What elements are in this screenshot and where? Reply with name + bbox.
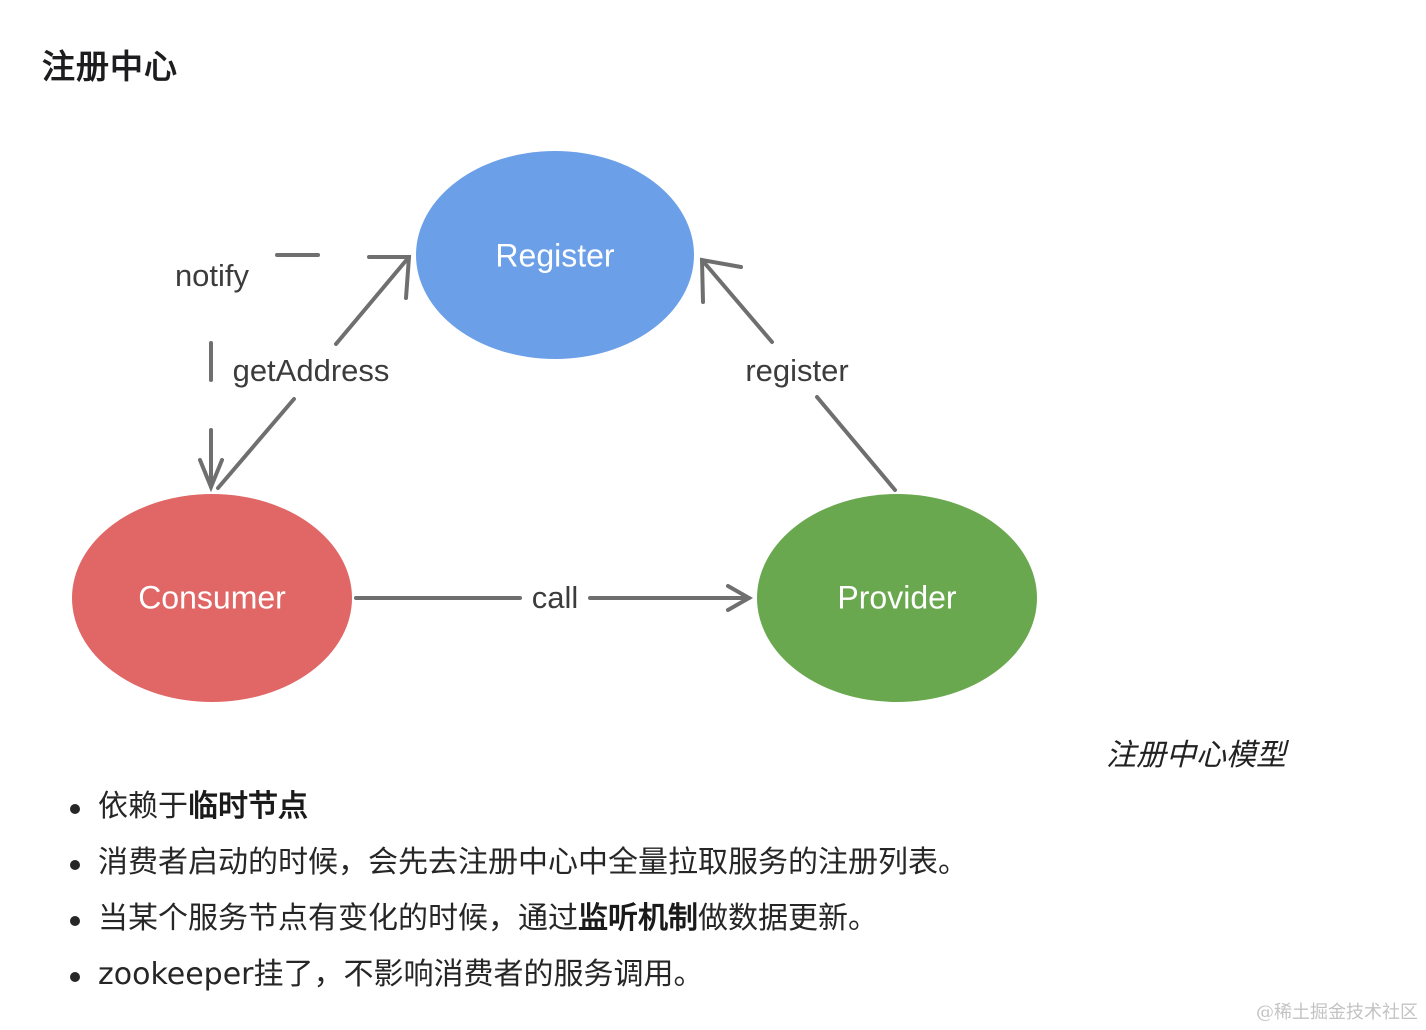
bullet-text: 当某个服务节点有变化的时候，通过 bbox=[98, 901, 578, 936]
bullet-strong-text: 监听机制 bbox=[578, 901, 698, 936]
register-arrowhead bbox=[699, 257, 743, 304]
consumer-node: Consumer bbox=[72, 494, 352, 702]
provider-node-label: Provider bbox=[837, 579, 957, 615]
get-address-arrowhead bbox=[367, 255, 412, 300]
register-line-upper bbox=[700, 258, 774, 344]
list-item: 当某个服务节点有变化的时候，通过监听机制做数据更新。 bbox=[70, 894, 968, 950]
bullet-text: zookeeper挂了，不影响消费者的服务调用。 bbox=[98, 957, 704, 992]
notify-edge: notify bbox=[175, 253, 320, 493]
register-node-label: Register bbox=[495, 237, 615, 273]
register-edge: register bbox=[699, 257, 897, 492]
bullet-text-tail: 做数据更新。 bbox=[698, 901, 878, 936]
get-address-line-lower bbox=[216, 397, 296, 490]
list-item: 消费者启动的时候，会先去注册中心中全量拉取服务的注册列表。 bbox=[70, 838, 968, 894]
get-address-edge: getAddress bbox=[216, 255, 412, 490]
bullet-dot-icon bbox=[70, 916, 80, 926]
provider-node: Provider bbox=[757, 494, 1037, 702]
call-edge: call bbox=[354, 580, 754, 615]
bullet-text: 消费者启动的时候，会先去注册中心中全量拉取服务的注册列表。 bbox=[98, 845, 968, 880]
register-line-lower bbox=[815, 395, 897, 492]
get-address-label: getAddress bbox=[233, 353, 390, 388]
get-address-line-upper bbox=[334, 255, 411, 346]
notify-arrowhead bbox=[198, 458, 224, 493]
register-edge-label: register bbox=[745, 353, 848, 388]
figure-caption: 注册中心模型 bbox=[1106, 738, 1286, 773]
page-title: 注册中心 bbox=[42, 47, 178, 86]
consumer-node-label: Consumer bbox=[138, 579, 286, 615]
bullet-strong-text: 临时节点 bbox=[188, 789, 308, 824]
list-item: 依赖于临时节点 bbox=[70, 782, 968, 838]
bullet-text: 依赖于 bbox=[98, 789, 188, 824]
bullet-list: 依赖于临时节点 消费者启动的时候，会先去注册中心中全量拉取服务的注册列表。 当某… bbox=[70, 782, 968, 1006]
consumer-node-shape bbox=[72, 494, 352, 702]
notify-label: notify bbox=[175, 258, 250, 293]
register-node: Register bbox=[416, 151, 694, 359]
watermark: @稀土掘金技术社区 bbox=[1256, 1002, 1418, 1023]
registry-model-diagram: Register Consumer Provider getAddress no… bbox=[72, 151, 1037, 702]
call-label: call bbox=[532, 580, 579, 615]
register-node-shape bbox=[416, 151, 694, 359]
bullet-dot-icon bbox=[70, 972, 80, 982]
provider-node-shape bbox=[757, 494, 1037, 702]
bullet-dot-icon bbox=[70, 804, 80, 814]
call-arrowhead bbox=[726, 584, 754, 612]
list-item: zookeeper挂了，不影响消费者的服务调用。 bbox=[70, 950, 968, 1006]
bullet-dot-icon bbox=[70, 860, 80, 870]
